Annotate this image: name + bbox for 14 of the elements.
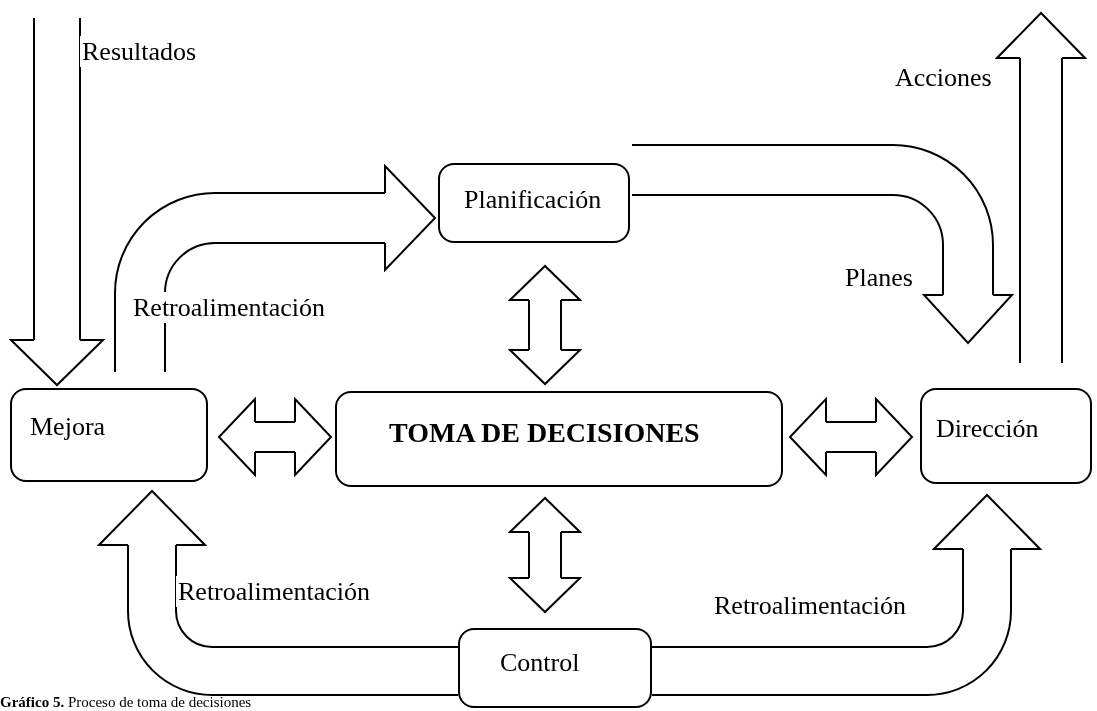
caption: Gráfico 5. Proceso de toma de decisiones (0, 694, 252, 710)
node-label: Dirección (936, 414, 1039, 444)
rounded-box (438, 163, 630, 243)
node-label: Planificación (464, 185, 602, 215)
rounded-box (458, 628, 652, 708)
edge-label: Retroalimentación (131, 292, 328, 324)
rounded-box (10, 388, 208, 482)
rounded-box (335, 391, 783, 487)
edge-label: Retroalimentación (176, 576, 373, 608)
rounded-box (920, 388, 1092, 484)
node-label: Mejora (30, 412, 106, 442)
edge-label: Resultados (80, 36, 199, 68)
node-label: Control (500, 648, 580, 678)
node-label: TOMA DE DECISIONES (389, 417, 700, 449)
